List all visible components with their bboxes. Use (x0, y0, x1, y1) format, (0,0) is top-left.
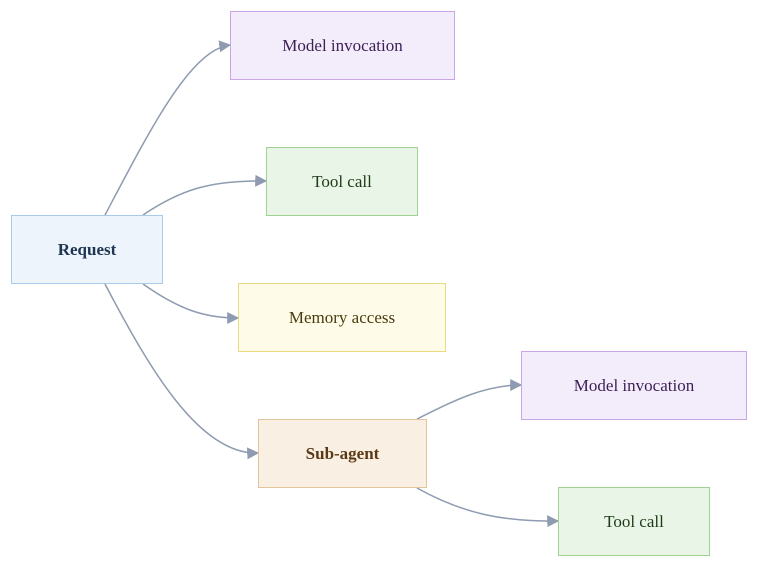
edge-request-to-model-invocation (104, 40, 232, 216)
node-sub-agent-tool-call-label: Tool call (604, 511, 664, 531)
edge-request-to-memory-access (142, 283, 240, 324)
node-model-invocation: Model invocation (230, 11, 455, 80)
node-tool-call: Tool call (266, 147, 418, 216)
node-sub-agent-model-invocation-label: Model invocation (573, 375, 695, 395)
node-sub-agent-label: Sub-agent (305, 443, 380, 463)
node-sub-agent-model-invocation: Model invocation (521, 351, 747, 420)
node-tool-call-label: Tool call (312, 171, 372, 191)
node-request: Request (11, 215, 163, 284)
node-request-label: Request (57, 239, 117, 259)
edge-request-to-sub-agent (104, 283, 260, 460)
node-sub-agent: Sub-agent (258, 419, 427, 488)
edge-sub-agent-to-model-invocation (416, 379, 523, 420)
edge-request-to-tool-call (142, 174, 268, 216)
node-memory-access-label: Memory access (288, 307, 396, 327)
edge-sub-agent-to-tool-call (416, 487, 560, 528)
node-sub-agent-tool-call: Tool call (558, 487, 710, 556)
node-model-invocation-label: Model invocation (282, 35, 403, 55)
node-memory-access: Memory access (238, 283, 446, 352)
